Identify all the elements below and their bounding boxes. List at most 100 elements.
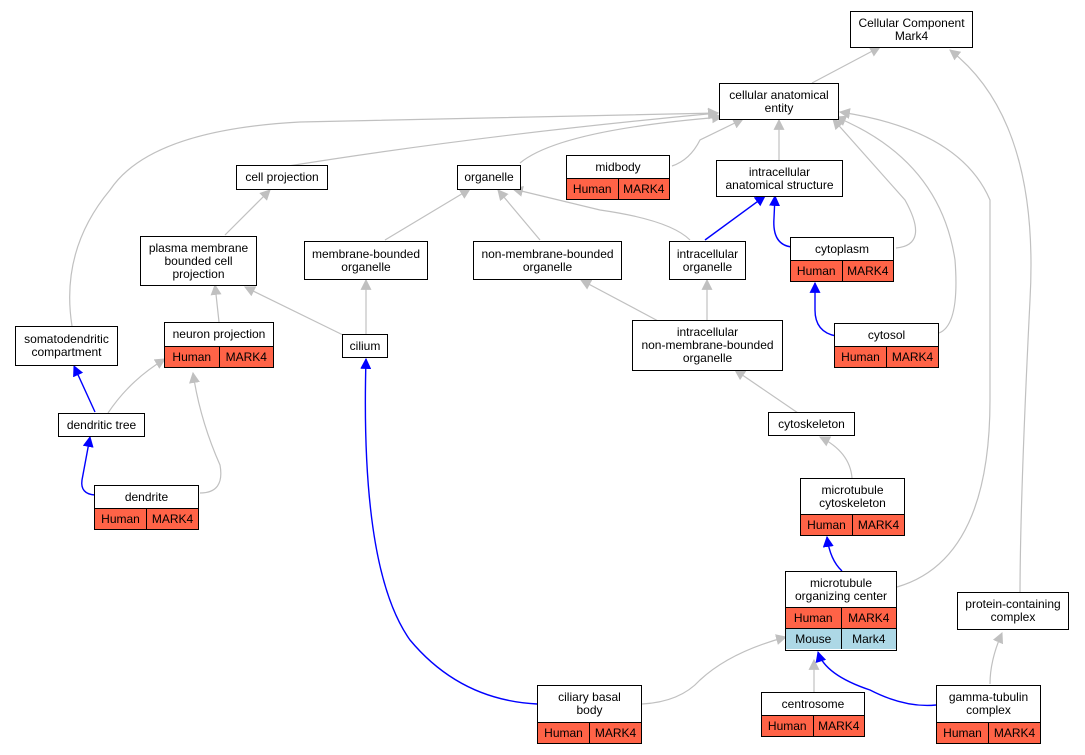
node-plasma-membrane-bounded-cell-projection[interactable]: plasma membrane bounded cell projection bbox=[140, 236, 257, 286]
node-title: cytoskeleton bbox=[778, 416, 845, 431]
node-intracellular-anatomical-structure[interactable]: intracellular anatomical structure bbox=[716, 160, 843, 197]
gene-label: Mark4 bbox=[840, 629, 897, 649]
annotation-row-human: Human MARK4 bbox=[937, 722, 1040, 743]
edge-pcc-to-root bbox=[949, 49, 1032, 598]
species-label: Human bbox=[172, 349, 212, 364]
node-protein-containing-complex[interactable]: protein-containing complex bbox=[957, 592, 1069, 630]
edge-gtc-to-pcc bbox=[989, 631, 1004, 685]
gene-label: MARK4 bbox=[886, 347, 938, 367]
node-organelle[interactable]: organelle bbox=[457, 165, 521, 190]
node-intracellular-non-membrane-bounded-organelle[interactable]: intracellular non-membrane-bounded organ… bbox=[632, 320, 783, 371]
annotation-row-human: Human MARK4 bbox=[165, 346, 273, 367]
edge-pmbcp-to-cellproj bbox=[224, 189, 271, 236]
node-title: cell projection bbox=[245, 170, 319, 184]
node-cytoskeleton[interactable]: cytoskeleton bbox=[768, 412, 855, 436]
edge-cae-to-root bbox=[811, 46, 881, 84]
edge-cytoplasm-to-cae bbox=[832, 118, 917, 249]
gene-label: MARK4 bbox=[988, 723, 1040, 743]
node-title: dendritic tree bbox=[66, 417, 137, 432]
species-label: Human bbox=[793, 610, 833, 625]
gene-label: MARK4 bbox=[852, 515, 904, 535]
edge-cbb-to-mtoc bbox=[641, 634, 788, 705]
node-title: intracellular organelle bbox=[676, 246, 739, 274]
species-label: Human bbox=[767, 718, 807, 733]
node-title: organelle bbox=[464, 170, 514, 184]
node-somatodendritic-compartment[interactable]: somatodendritic compartment bbox=[15, 326, 118, 366]
node-title: Cellular Component Mark4 bbox=[858, 15, 965, 43]
annotation-row-human: Human MARK4 bbox=[786, 607, 896, 628]
annotation-row-human: Human MARK4 bbox=[791, 260, 893, 281]
node-cell-projection[interactable]: cell projection bbox=[236, 165, 328, 190]
edge-cellproj-to-cae bbox=[281, 108, 720, 168]
edge-organelle-to-cae bbox=[519, 112, 724, 164]
edge-neuronproj-to-pmbcp bbox=[210, 283, 222, 323]
node-cilium[interactable]: cilium bbox=[342, 334, 388, 358]
edge-mtcyto-to-cytoskel bbox=[819, 436, 853, 479]
edge-mbo-to-organelle bbox=[384, 188, 471, 241]
gene-label: MARK4 bbox=[841, 261, 894, 281]
gene-label: MARK4 bbox=[218, 347, 274, 367]
species-label: Human bbox=[841, 349, 880, 364]
node-title: plasma membrane bounded cell projection bbox=[148, 240, 249, 281]
edge-nmbo-to-organelle bbox=[497, 189, 541, 241]
gene-label: MARK4 bbox=[589, 723, 641, 743]
edge-cilium-to-pmbcp bbox=[244, 286, 344, 336]
annotation-row-human: Human MARK4 bbox=[835, 346, 938, 367]
node-title: cilium bbox=[349, 338, 381, 353]
node-title: intracellular non-membrane-bounded organ… bbox=[641, 325, 774, 365]
node-title: cellular anatomical entity bbox=[729, 87, 829, 115]
edge-inmbo-to-nmbo bbox=[580, 279, 661, 323]
annotation-row-human: Human MARK4 bbox=[538, 722, 641, 743]
edge-dendrite-part-of-dtree bbox=[81, 435, 96, 496]
node-midbody[interactable]: midbody Human MARK4 bbox=[566, 155, 670, 200]
node-title: microtubule cytoskeleton bbox=[819, 482, 886, 510]
node-title: gamma-tubulin complex bbox=[948, 690, 1029, 717]
edge-cytoskel-to-inmbo bbox=[734, 369, 799, 414]
edge-io-to-organelle bbox=[511, 185, 691, 241]
node-intracellular-organelle[interactable]: intracellular organelle bbox=[669, 241, 746, 280]
node-title: membrane-bounded organelle bbox=[311, 246, 421, 274]
edge-cytosol-to-cae bbox=[834, 115, 957, 334]
edge-cytoplasm-part-of-ias bbox=[769, 194, 793, 248]
node-membrane-bounded-organelle[interactable]: membrane-bounded organelle bbox=[304, 241, 428, 280]
gene-label: MARK4 bbox=[840, 608, 897, 628]
node-dendritic-tree[interactable]: dendritic tree bbox=[58, 413, 145, 437]
node-title: midbody bbox=[595, 159, 641, 174]
node-cellular-component-root[interactable]: Cellular Component Mark4 bbox=[850, 11, 973, 48]
edge-somato-to-cae bbox=[69, 107, 720, 327]
node-title: cytosol bbox=[867, 327, 906, 342]
node-non-membrane-bounded-organelle[interactable]: non-membrane-bounded organelle bbox=[473, 241, 622, 280]
node-cytosol[interactable]: cytosol Human MARK4 bbox=[834, 323, 939, 368]
annotation-row-human: Human MARK4 bbox=[567, 178, 669, 199]
annotation-row-mouse: Mouse Mark4 bbox=[786, 628, 896, 649]
species-label: Human bbox=[943, 725, 982, 740]
edge-mtoc-to-cae bbox=[838, 108, 991, 588]
species-label: Mouse bbox=[795, 631, 832, 646]
species-label: Human bbox=[544, 725, 583, 740]
edge-dtree-to-neuronproj bbox=[107, 358, 166, 414]
species-label: Human bbox=[101, 511, 140, 526]
species-label: Human bbox=[572, 181, 612, 196]
node-gamma-tubulin-complex[interactable]: gamma-tubulin complex Human MARK4 bbox=[936, 685, 1041, 744]
edge-midbody-to-cae bbox=[671, 118, 744, 167]
node-cellular-anatomical-entity[interactable]: cellular anatomical entity bbox=[719, 83, 839, 120]
node-title: non-membrane-bounded organelle bbox=[481, 246, 614, 274]
node-title: protein-containing complex bbox=[965, 597, 1061, 624]
gene-label: MARK4 bbox=[617, 179, 670, 199]
edge-cytosol-part-of-cytoplasm bbox=[809, 281, 837, 337]
edge-dendrite-to-neuronproj bbox=[189, 371, 222, 494]
edge-cbb-part-of-cilium bbox=[360, 357, 538, 705]
species-label: Human bbox=[796, 263, 836, 278]
node-title: intracellular anatomical structure bbox=[725, 164, 834, 192]
